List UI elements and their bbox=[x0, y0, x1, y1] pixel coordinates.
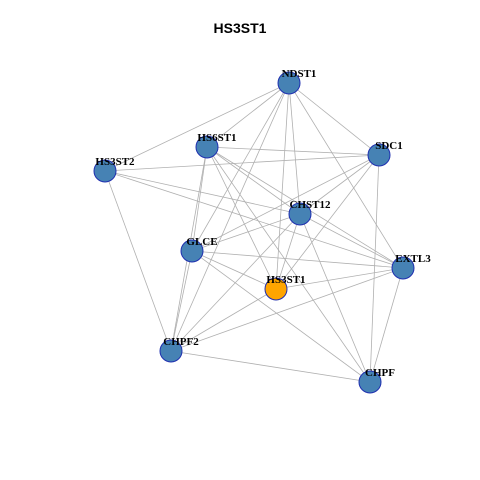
node-label: NDST1 bbox=[282, 68, 317, 80]
edge-sdc1-chst12 bbox=[299, 154, 380, 215]
node-label: CHST12 bbox=[290, 199, 331, 211]
edge-ndst1-glce bbox=[191, 82, 290, 252]
node-circle bbox=[277, 71, 301, 95]
node-glce[interactable]: GLCE bbox=[180, 236, 218, 263]
edge-sdc1-hs3st2 bbox=[104, 154, 380, 172]
edge-chpf2-chpf bbox=[170, 350, 371, 383]
edge-glce-extl3 bbox=[191, 250, 404, 269]
node-hs3st2[interactable]: HS3ST2 bbox=[93, 156, 135, 183]
node-circle bbox=[288, 202, 312, 226]
node-circle bbox=[367, 143, 391, 167]
edge-hs3st2-chst12 bbox=[104, 170, 301, 215]
edge-chst12-extl3 bbox=[299, 213, 404, 269]
node-label: HS6ST1 bbox=[197, 132, 236, 144]
edge-hs6st1-sdc1 bbox=[206, 146, 380, 156]
edge-chst12-hs3st1 bbox=[275, 213, 301, 290]
node-label: SDC1 bbox=[375, 140, 403, 152]
edge-extl3-chpf2 bbox=[170, 267, 404, 352]
edge-sdc1-chpf bbox=[369, 154, 380, 383]
edge-hs6st1-hs3st1 bbox=[206, 146, 277, 290]
node-hs6st1[interactable]: HS6ST1 bbox=[195, 132, 237, 159]
edge-sdc1-hs3st1 bbox=[275, 154, 380, 290]
node-label: CHPF2 bbox=[163, 336, 199, 348]
edge-hs6st1-chst12 bbox=[206, 146, 301, 215]
edge-extl3-chpf bbox=[369, 267, 404, 383]
edge-ndst1-hs3st2 bbox=[104, 82, 290, 172]
node-extl3[interactable]: EXTL3 bbox=[391, 253, 431, 280]
node-circle bbox=[93, 159, 117, 183]
node-label: GLCE bbox=[186, 236, 217, 248]
edge-glce-hs3st1 bbox=[191, 250, 277, 290]
node-circle bbox=[358, 370, 382, 394]
node-label: HS3ST1 bbox=[266, 274, 305, 286]
node-circle bbox=[180, 239, 204, 263]
edges bbox=[104, 82, 404, 383]
node-chpf[interactable]: CHPF bbox=[358, 367, 395, 394]
edge-hs3st2-extl3 bbox=[104, 170, 404, 269]
edge-ndst1-extl3 bbox=[288, 82, 404, 269]
edge-chst12-chpf2 bbox=[170, 213, 301, 352]
node-ndst1[interactable]: NDST1 bbox=[277, 68, 317, 95]
edge-ndst1-chst12 bbox=[288, 82, 301, 215]
node-sdc1[interactable]: SDC1 bbox=[367, 140, 403, 167]
node-chpf2[interactable]: CHPF2 bbox=[159, 336, 199, 363]
edge-hs6st1-chpf bbox=[206, 146, 371, 383]
edge-chst12-glce bbox=[191, 213, 301, 252]
node-label: EXTL3 bbox=[395, 253, 431, 265]
diagram-title: HS3ST1 bbox=[213, 20, 267, 36]
edge-hs6st1-glce bbox=[191, 146, 208, 252]
edge-extl3-hs3st1 bbox=[275, 267, 404, 290]
edge-ndst1-sdc1 bbox=[288, 82, 380, 156]
edge-sdc1-glce bbox=[191, 154, 380, 252]
node-label: CHPF bbox=[365, 367, 395, 379]
edge-chst12-chpf bbox=[299, 213, 371, 383]
edge-glce-chpf bbox=[191, 250, 371, 383]
edge-ndst1-hs6st1 bbox=[206, 82, 290, 148]
edge-ndst1-hs3st1 bbox=[275, 82, 290, 290]
node-circle bbox=[159, 339, 183, 363]
edge-ndst1-chpf2 bbox=[170, 82, 290, 352]
edge-glce-chpf2 bbox=[170, 250, 193, 352]
edge-hs3st1-chpf2 bbox=[170, 288, 277, 352]
node-hs3st1[interactable]: HS3ST1 bbox=[264, 274, 306, 301]
node-label: HS3ST2 bbox=[95, 156, 135, 168]
node-circle bbox=[391, 256, 415, 280]
edge-hs3st2-chpf2 bbox=[104, 170, 172, 352]
node-circle bbox=[264, 277, 288, 301]
node-chst12[interactable]: CHST12 bbox=[288, 199, 331, 226]
node-circle bbox=[195, 135, 219, 159]
